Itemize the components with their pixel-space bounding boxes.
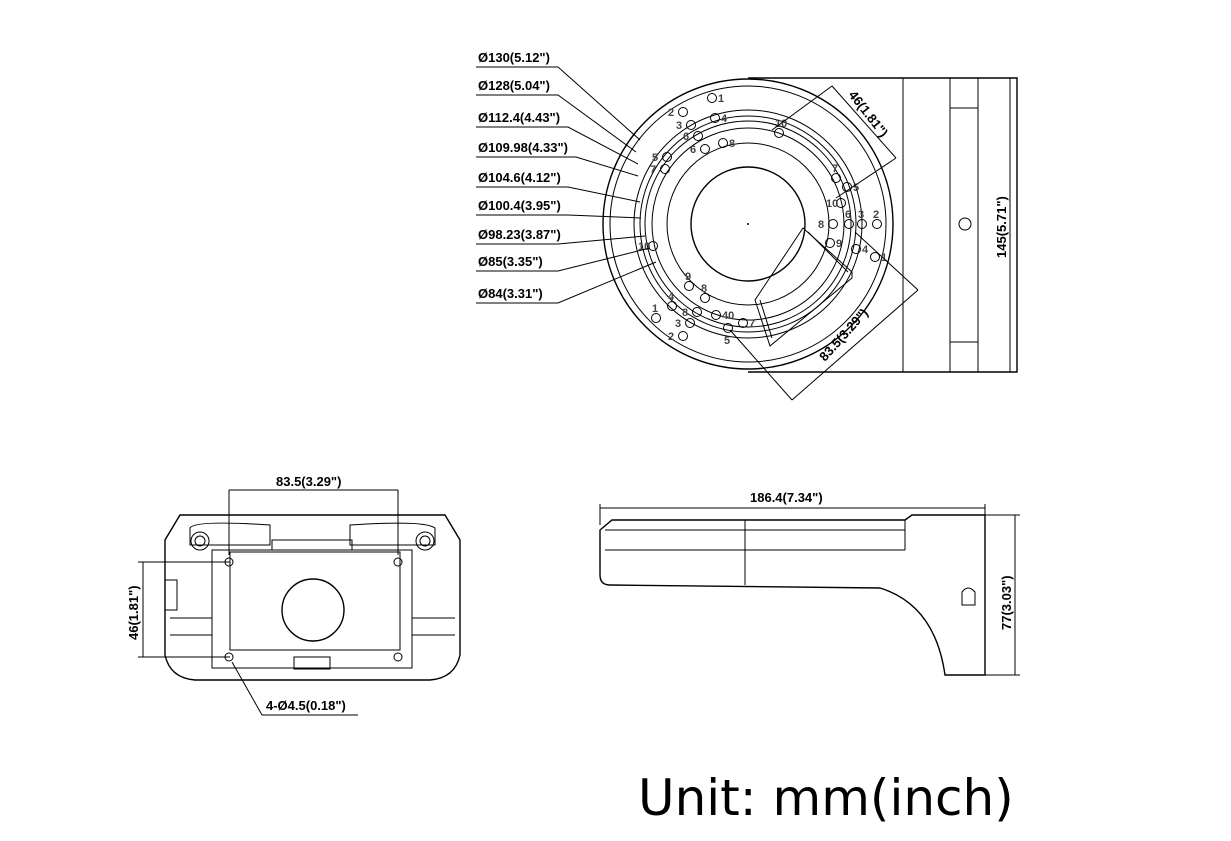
hole-label: 8	[818, 219, 824, 231]
hole-label: 7	[749, 318, 755, 330]
diameter-label: Ø112.4(4.43")	[478, 110, 560, 125]
hole	[684, 281, 694, 291]
hole-label: 8	[729, 138, 735, 150]
leader-line	[476, 261, 657, 304]
hole-label: 1	[652, 303, 658, 315]
hole	[700, 144, 710, 154]
hole-label: 6	[683, 131, 689, 143]
hole	[718, 138, 728, 148]
diameter-leaders: Ø130(5.12") Ø128(5.04") Ø112.4(4.43") Ø109.…	[476, 50, 657, 304]
hole	[842, 182, 852, 192]
hole	[711, 310, 721, 320]
hole-label: 2	[668, 107, 674, 119]
hole	[828, 219, 838, 229]
cable-hole	[690, 166, 806, 282]
bracket-arm-outline	[748, 77, 1018, 373]
dim-46-top: 46(1.81")	[846, 88, 891, 140]
hole	[836, 198, 846, 208]
leader-line	[476, 186, 641, 203]
hole	[857, 219, 867, 229]
hole-label: 4	[721, 113, 728, 125]
hole	[678, 107, 688, 117]
diameter-label: Ø100.4(3.95")	[478, 198, 561, 213]
hole	[662, 152, 672, 162]
hole	[831, 173, 841, 183]
hole-label: 2	[668, 331, 674, 343]
hole-label: 8	[682, 307, 688, 319]
leader-line	[476, 66, 641, 141]
hole-label: 4	[668, 291, 675, 303]
hole-label: 4	[862, 244, 869, 256]
outer-circle	[602, 78, 894, 370]
dim-holes: 4-Ø4.5(0.18")	[266, 698, 346, 713]
hole	[844, 219, 854, 229]
diameter-label: Ø130(5.12")	[478, 50, 550, 65]
hole-label: 10	[638, 241, 650, 253]
hole-label: 1	[881, 252, 887, 264]
hole-label: 3	[858, 209, 864, 221]
leader-line	[476, 247, 651, 272]
leader-line	[476, 94, 637, 153]
side-view: 186.4(7.34") 77(3.03")	[599, 490, 1020, 676]
dim-83-5-back: 83.5(3.29")	[276, 474, 341, 489]
hole	[693, 131, 703, 141]
hole-label: 10	[826, 198, 838, 210]
hole-label: 5	[652, 152, 658, 164]
hole-label: 1	[718, 93, 724, 105]
hole	[723, 323, 733, 333]
back-view: 83.5(3.29") 46(1.81") 4-Ø4.5(0.18")	[126, 474, 461, 716]
hole-label: 8	[701, 283, 707, 295]
diameter-label: Ø85(3.35")	[478, 254, 543, 269]
hole	[710, 113, 720, 123]
unit-label: Unit: mm(inch)	[638, 769, 1014, 827]
diameter-label: Ø128(5.04")	[478, 78, 550, 93]
hole	[851, 244, 861, 254]
hole	[685, 318, 695, 328]
hole	[648, 241, 658, 251]
hole-label: 3	[676, 120, 682, 132]
hole	[686, 120, 696, 130]
hole-label: 9	[836, 238, 842, 250]
hole	[651, 313, 661, 323]
hole	[707, 93, 717, 103]
diameter-label: Ø84(3.31")	[478, 286, 543, 301]
hole	[872, 219, 882, 229]
dim-46-back: 46(1.81")	[126, 585, 141, 640]
mount-hole	[958, 217, 972, 231]
hole	[870, 252, 880, 262]
hole	[660, 164, 670, 174]
dim-186-4: 186.4(7.34")	[750, 490, 823, 505]
hole-label: 7	[650, 164, 656, 176]
hole-label: 9	[685, 271, 691, 283]
hole	[692, 307, 702, 317]
hole-label: 5	[853, 182, 859, 194]
hole-label: 6	[845, 209, 851, 221]
diameter-label: Ø109.98(4.33")	[478, 140, 568, 155]
hole-label: 40	[722, 310, 734, 322]
diameter-label: Ø104.6(4.12")	[478, 170, 561, 185]
leader-line	[476, 126, 639, 165]
hole	[678, 331, 688, 341]
cable-hole	[281, 578, 345, 642]
hole	[667, 301, 677, 311]
hole	[738, 318, 748, 328]
hole-label: 6	[690, 144, 696, 156]
hole-label: 3	[675, 318, 681, 330]
dim-77: 77(3.03")	[999, 575, 1014, 630]
leader-line	[476, 156, 639, 177]
leader-line	[476, 214, 642, 219]
hole-label: 7	[832, 163, 838, 175]
dim-145: 145(5.71")	[994, 196, 1009, 258]
leader-line	[476, 235, 646, 245]
hole	[825, 238, 835, 248]
diameter-label: Ø98.23(3.87")	[478, 227, 561, 242]
hole	[774, 128, 784, 138]
hole-label: 2	[873, 209, 879, 221]
hole-label: 5	[724, 335, 730, 347]
hole	[700, 293, 710, 303]
